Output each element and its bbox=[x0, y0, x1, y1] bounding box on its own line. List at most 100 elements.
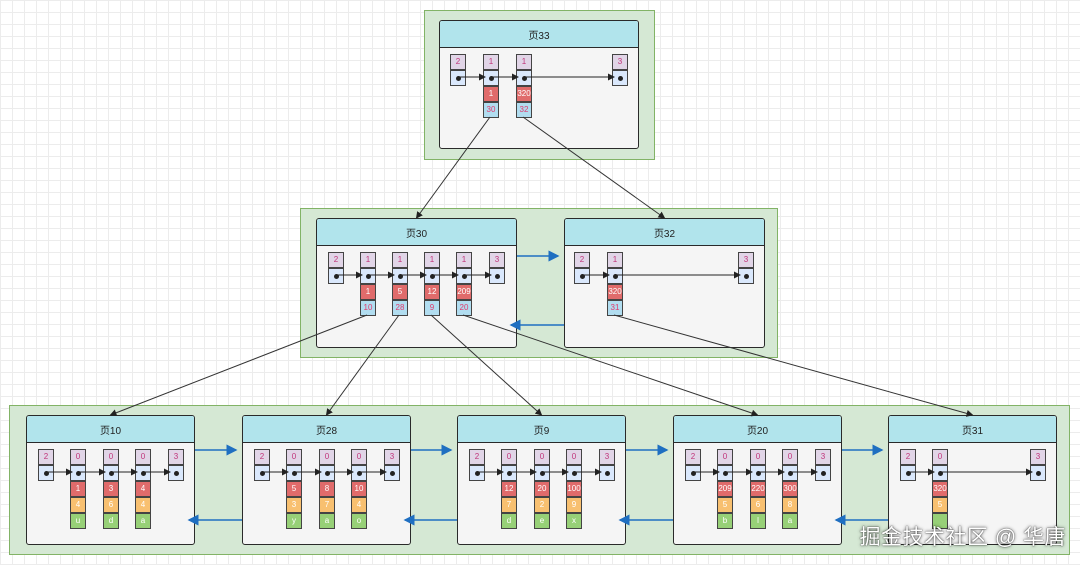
p28-slot-2-pointer-dot bbox=[324, 470, 330, 476]
p30-slot-5-type: 3 bbox=[489, 252, 505, 268]
p33-slot-1-key: 1 bbox=[483, 86, 499, 102]
p30-slot-1-pointer bbox=[360, 268, 376, 284]
p9-slot-3-val2: x bbox=[566, 513, 582, 529]
p20-slot-0-pointer bbox=[685, 465, 701, 481]
p30-slot-1-key: 1 bbox=[360, 284, 376, 300]
page-9-title: 页9 bbox=[458, 416, 625, 443]
p30-slot-5-pointer bbox=[489, 268, 505, 284]
p9-slot-3-val1: 9 bbox=[566, 497, 582, 513]
p9-slot-2-type: 0 bbox=[534, 449, 550, 465]
p32-slot-1-key: 320 bbox=[607, 284, 623, 300]
p32-slot-1-type: 1 bbox=[607, 252, 623, 268]
p20-slot-2-val1: 6 bbox=[750, 497, 766, 513]
p20-slot-1-val1: 5 bbox=[717, 497, 733, 513]
p30-slot-3-key: 12 bbox=[424, 284, 440, 300]
p9-slot-1-key: 12 bbox=[501, 481, 517, 497]
p10-slot-1-pointer-dot bbox=[75, 470, 81, 476]
p28-slot-1-key: 5 bbox=[286, 481, 302, 497]
p10-slot-2-pointer-dot bbox=[108, 470, 114, 476]
p20-slot-3-pointer bbox=[782, 465, 798, 481]
p30-slot-5-pointer-dot bbox=[494, 273, 500, 279]
p10-slot-2-key: 3 bbox=[103, 481, 119, 497]
p32-slot-0-pointer bbox=[574, 268, 590, 284]
p20-slot-3-pointer-dot bbox=[787, 470, 793, 476]
p33-slot-2-child: 32 bbox=[516, 102, 532, 118]
p10-slot-1-pointer bbox=[70, 465, 86, 481]
p33-slot-2-pointer bbox=[516, 70, 532, 86]
p20-slot-4-type: 3 bbox=[815, 449, 831, 465]
p10-slot-1-val2: u bbox=[70, 513, 86, 529]
p28-slot-1-val2: y bbox=[286, 513, 302, 529]
p20-slot-3-type: 0 bbox=[782, 449, 798, 465]
p30-slot-3-type: 1 bbox=[424, 252, 440, 268]
p28-slot-3-val2: o bbox=[351, 513, 367, 529]
p32-slot-0-pointer-dot bbox=[579, 273, 585, 279]
p20-slot-2-key: 220 bbox=[750, 481, 766, 497]
p30-slot-0-pointer bbox=[328, 268, 344, 284]
p32-slot-2-pointer-dot bbox=[743, 273, 749, 279]
p30-slot-4-child: 20 bbox=[456, 300, 472, 316]
p9-slot-1-pointer bbox=[501, 465, 517, 481]
p28-slot-0-pointer-dot bbox=[259, 470, 265, 476]
p9-slot-1-type: 0 bbox=[501, 449, 517, 465]
p20-slot-2-pointer bbox=[750, 465, 766, 481]
page-30-title: 页30 bbox=[317, 219, 516, 246]
p10-slot-0-type: 2 bbox=[38, 449, 54, 465]
p20-slot-2-pointer-dot bbox=[755, 470, 761, 476]
p9-slot-2-pointer-dot bbox=[539, 470, 545, 476]
p9-slot-1-val1: 7 bbox=[501, 497, 517, 513]
p20-slot-3-val2: a bbox=[782, 513, 798, 529]
p28-slot-2-pointer bbox=[319, 465, 335, 481]
p28-slot-1-pointer-dot bbox=[291, 470, 297, 476]
p28-slot-3-type: 0 bbox=[351, 449, 367, 465]
p10-slot-4-type: 3 bbox=[168, 449, 184, 465]
p9-slot-0-type: 2 bbox=[469, 449, 485, 465]
p10-slot-1-key: 1 bbox=[70, 481, 86, 497]
p30-slot-4-pointer bbox=[456, 268, 472, 284]
p9-slot-3-pointer bbox=[566, 465, 582, 481]
p10-slot-2-pointer bbox=[103, 465, 119, 481]
p20-slot-3-val1: 8 bbox=[782, 497, 798, 513]
p10-slot-4-pointer bbox=[168, 465, 184, 481]
p31-slot-1-val2 bbox=[932, 513, 948, 529]
p30-slot-2-pointer bbox=[392, 268, 408, 284]
p10-slot-3-pointer-dot bbox=[140, 470, 146, 476]
watermark: 掘金技术社区 @ 华唐 bbox=[859, 526, 1066, 549]
p31-slot-1-pointer bbox=[932, 465, 948, 481]
p10-slot-3-val2: a bbox=[135, 513, 151, 529]
p9-slot-3-pointer-dot bbox=[571, 470, 577, 476]
p10-slot-1-val1: 4 bbox=[70, 497, 86, 513]
p10-slot-4-pointer-dot bbox=[173, 470, 179, 476]
p30-slot-0-pointer-dot bbox=[333, 273, 339, 279]
p28-slot-3-val1: 4 bbox=[351, 497, 367, 513]
p20-slot-2-type: 0 bbox=[750, 449, 766, 465]
p30-slot-4-pointer-dot bbox=[461, 273, 467, 279]
p32-slot-2-pointer bbox=[738, 268, 754, 284]
p31-slot-0-pointer-dot bbox=[905, 470, 911, 476]
p33-slot-2-type: 1 bbox=[516, 54, 532, 70]
p32-slot-1-pointer bbox=[607, 268, 623, 284]
p28-slot-2-type: 0 bbox=[319, 449, 335, 465]
p30-slot-2-child: 28 bbox=[392, 300, 408, 316]
p30-slot-2-type: 1 bbox=[392, 252, 408, 268]
p9-slot-3-type: 0 bbox=[566, 449, 582, 465]
p31-slot-0-pointer bbox=[900, 465, 916, 481]
p20-slot-2-val2: l bbox=[750, 513, 766, 529]
p30-slot-1-child: 10 bbox=[360, 300, 376, 316]
p28-slot-4-pointer-dot bbox=[389, 470, 395, 476]
p9-slot-2-val2: e bbox=[534, 513, 550, 529]
p30-slot-3-pointer-dot bbox=[429, 273, 435, 279]
p33-slot-2-pointer-dot bbox=[521, 75, 527, 81]
p33-slot-1-pointer bbox=[483, 70, 499, 86]
p30-slot-2-key: 5 bbox=[392, 284, 408, 300]
p9-slot-4-pointer bbox=[599, 465, 615, 481]
p9-slot-1-val2: d bbox=[501, 513, 517, 529]
p30-slot-4-key: 209 bbox=[456, 284, 472, 300]
p30-slot-3-pointer bbox=[424, 268, 440, 284]
